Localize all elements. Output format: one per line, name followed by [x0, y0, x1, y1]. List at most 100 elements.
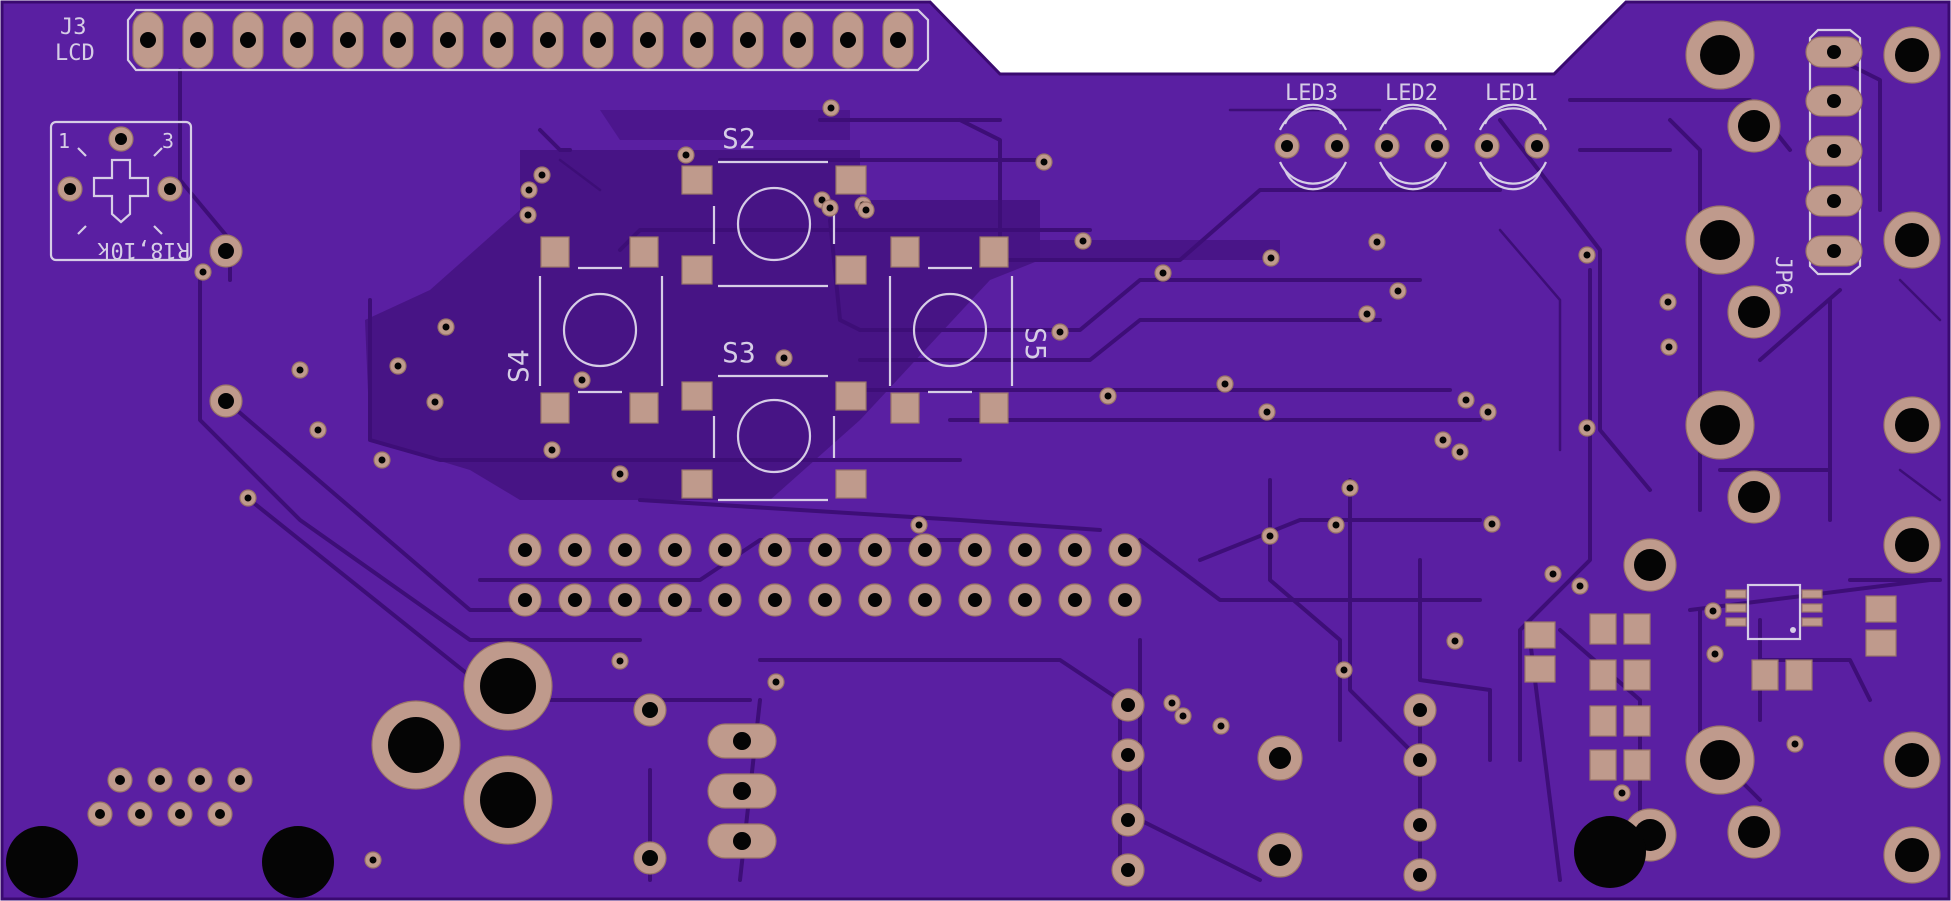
- header-pin-drill: [668, 543, 682, 557]
- via-drill: [780, 354, 788, 362]
- via-drill: [1456, 448, 1464, 456]
- via-drill: [818, 196, 826, 204]
- via-drill: [1217, 722, 1225, 730]
- header-pin-drill: [718, 593, 732, 607]
- r18-pin3-label: 3: [162, 129, 174, 153]
- dual-row-header[interactable]: [508, 533, 1142, 617]
- r18-pin1-label: 1: [58, 129, 70, 153]
- via-drill: [244, 494, 252, 502]
- switch-s4[interactable]: S4: [502, 236, 664, 424]
- j3-lcd-header[interactable]: J3 LCD: [55, 8, 930, 72]
- header-pin-drill: [968, 543, 982, 557]
- header-pin-drill: [768, 543, 782, 557]
- via-drill: [1439, 436, 1447, 444]
- via-drill: [1618, 789, 1626, 797]
- via-drill: [772, 678, 780, 686]
- lcd-label: LCD: [55, 41, 95, 66]
- led1[interactable]: LED1: [1474, 81, 1550, 191]
- via-drill: [1104, 392, 1112, 400]
- j3-pins: [132, 11, 914, 69]
- via-drill: [1056, 328, 1064, 336]
- via-drill: [548, 446, 556, 454]
- j3-outline: [126, 8, 930, 72]
- header-pin-drill: [568, 593, 582, 607]
- mounting-holes: [6, 20, 1941, 898]
- via-drill: [578, 376, 586, 384]
- led3[interactable]: LED3: [1274, 81, 1350, 191]
- jp6-header[interactable]: JP6: [1770, 28, 1863, 296]
- via-drill: [1266, 532, 1274, 540]
- header-pin-drill: [968, 593, 982, 607]
- header-pin-drill: [718, 543, 732, 557]
- via-drill: [1168, 699, 1176, 707]
- header-pin-drill: [1018, 543, 1032, 557]
- header-pin-drill: [518, 593, 532, 607]
- s4-label: S4: [502, 349, 535, 383]
- via-drill: [378, 456, 386, 464]
- via-drill: [1583, 251, 1591, 259]
- via-drill: [1451, 637, 1459, 645]
- header-pin-drill: [768, 593, 782, 607]
- led1-label: LED1: [1485, 81, 1538, 106]
- via-drill: [1664, 298, 1672, 306]
- via-drill: [1079, 237, 1087, 245]
- via-drill: [369, 856, 377, 864]
- via-drill: [1263, 408, 1271, 416]
- via-drill: [296, 366, 304, 374]
- via-drill: [1363, 310, 1371, 318]
- via-drill: [1462, 396, 1470, 404]
- s2-label: S2: [722, 122, 756, 155]
- vias: [194, 99, 1804, 869]
- header-pin-drill: [918, 543, 932, 557]
- header-pin-drill: [668, 593, 682, 607]
- via-drill: [1576, 582, 1584, 590]
- via-drill: [442, 323, 450, 331]
- switch-s3[interactable]: S3: [681, 336, 867, 502]
- small-pad-columns: [87, 688, 1437, 892]
- via-drill: [1040, 158, 1048, 166]
- via-drill: [314, 426, 322, 434]
- via-drill: [1488, 520, 1496, 528]
- r18-cross-symbol: [92, 158, 150, 224]
- header-pin-drill: [1118, 593, 1132, 607]
- via-drill: [826, 204, 834, 212]
- header-pin-drill: [818, 593, 832, 607]
- via-drill: [1709, 607, 1717, 615]
- r18-potentiometer[interactable]: 1 3 R18,10k: [49, 120, 193, 262]
- header-pin-drill: [618, 543, 632, 557]
- via-drill: [1346, 484, 1354, 492]
- via-drill: [431, 398, 439, 406]
- via-drill: [616, 470, 624, 478]
- via-drill: [1583, 424, 1591, 432]
- via-drill: [1484, 408, 1492, 416]
- header-pin-drill: [918, 593, 932, 607]
- led2[interactable]: LED2: [1374, 81, 1450, 191]
- via-drill: [827, 104, 835, 112]
- led2-label: LED2: [1385, 81, 1438, 106]
- jp6-label: JP6: [1770, 256, 1795, 296]
- r18-label: R18,10k: [97, 237, 190, 262]
- switch-s2[interactable]: S2: [681, 122, 867, 288]
- via-drill: [1791, 740, 1799, 748]
- via-drill: [538, 171, 546, 179]
- via-drill: [1711, 650, 1719, 658]
- switch-s5[interactable]: S5: [888, 236, 1052, 424]
- header-pin-drill: [618, 593, 632, 607]
- via-drill: [1549, 570, 1557, 578]
- via-drill: [1373, 238, 1381, 246]
- r18-outline: [49, 120, 193, 262]
- via-drill: [199, 268, 207, 276]
- via-drill: [524, 211, 532, 219]
- header-pin-drill: [1068, 593, 1082, 607]
- via-drill: [1332, 521, 1340, 529]
- header-pin-drill: [868, 543, 882, 557]
- via-drill: [682, 151, 690, 159]
- header-pin-drill: [1068, 543, 1082, 557]
- via-drill: [1267, 254, 1275, 262]
- via-drill: [1665, 343, 1673, 351]
- three-pin-connector[interactable]: [707, 723, 777, 859]
- via-drill: [1159, 269, 1167, 277]
- via-drill: [616, 657, 624, 665]
